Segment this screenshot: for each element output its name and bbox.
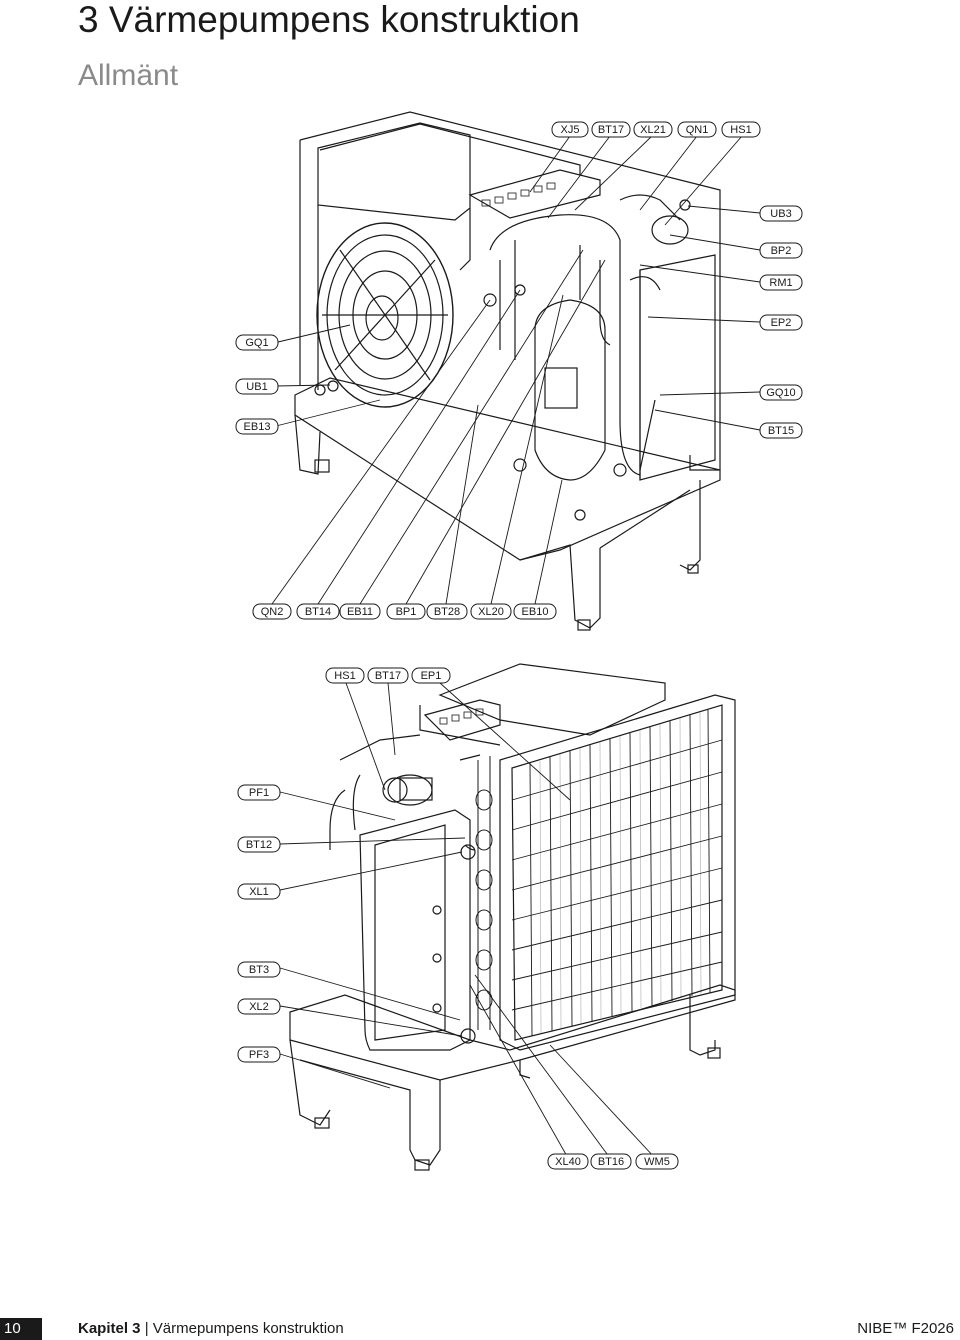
svg-text:BP2: BP2 [771, 245, 792, 257]
label-bt14: BT14 [296, 603, 340, 620]
svg-text:BT28: BT28 [434, 606, 460, 618]
svg-text:BP1: BP1 [396, 606, 417, 618]
svg-text:XL20: XL20 [478, 606, 504, 618]
bottom-unit-drawing [289, 663, 736, 1171]
svg-text:EB13: EB13 [244, 421, 271, 433]
label-bp2: BP2 [759, 242, 803, 259]
label-ub3: UB3 [759, 205, 803, 222]
svg-text:QN2: QN2 [261, 606, 284, 618]
label-bt16: BT16 [590, 1153, 632, 1170]
label-bt28: BT28 [426, 603, 468, 620]
label-qn1: QN1 [677, 121, 717, 138]
label-bp1: BP1 [386, 603, 426, 620]
label-gq10: GQ10 [759, 384, 803, 401]
svg-text:XL40: XL40 [555, 1156, 581, 1168]
svg-text:HS1: HS1 [730, 124, 751, 136]
svg-text:BT16: BT16 [598, 1156, 624, 1168]
section-subtitle: Allmänt [78, 59, 179, 92]
svg-text:BT3: BT3 [249, 964, 269, 976]
svg-text:GQ10: GQ10 [766, 387, 795, 399]
label-rm1: RM1 [759, 274, 803, 291]
svg-text:XJ5: XJ5 [561, 124, 580, 136]
svg-text:XL21: XL21 [640, 124, 666, 136]
svg-text:BT17: BT17 [598, 124, 624, 136]
label-hs1-bottom: HS1 [325, 667, 365, 684]
svg-text:BT17: BT17 [375, 670, 401, 682]
label-ep1: EP1 [411, 667, 451, 684]
label-bt17-top: BT17 [591, 121, 631, 138]
svg-text:BT15: BT15 [768, 425, 794, 437]
label-ub1: UB1 [235, 378, 279, 395]
label-eb13: EB13 [235, 418, 279, 435]
label-bt17-bottom: BT17 [367, 667, 409, 684]
callout-labels: XJ5 BT17 XL21 QN1 HS1 UB3 BP2 RM1 EP2 GQ… [235, 121, 803, 1170]
page-footer-left: 10 Kapitel 3 | Värmepumpens konstruktion [0, 1318, 344, 1340]
chapter-separator: | [144, 1320, 149, 1337]
page-number: 10 [0, 1318, 42, 1340]
leader-lines [271, 135, 761, 1159]
top-unit-drawing [294, 111, 721, 631]
svg-text:RM1: RM1 [769, 277, 792, 289]
svg-text:PF1: PF1 [249, 787, 269, 799]
label-gq1: GQ1 [235, 334, 279, 351]
svg-text:EP2: EP2 [771, 317, 792, 329]
svg-text:UB1: UB1 [246, 381, 267, 393]
brand-label: NIBE™ F2026 [857, 1320, 954, 1337]
label-xl21: XL21 [633, 121, 673, 138]
svg-text:EB10: EB10 [522, 606, 549, 618]
svg-text:BT12: BT12 [246, 839, 272, 851]
label-pf1: PF1 [237, 784, 281, 801]
svg-text:QN1: QN1 [686, 124, 709, 136]
svg-text:GQ1: GQ1 [245, 337, 268, 349]
label-bt3: BT3 [237, 961, 281, 978]
label-xj5: XJ5 [551, 121, 589, 138]
svg-text:HS1: HS1 [334, 670, 355, 682]
svg-text:XL2: XL2 [249, 1001, 269, 1013]
svg-text:WM5: WM5 [644, 1156, 670, 1168]
label-xl2: XL2 [237, 998, 281, 1015]
svg-text:EP1: EP1 [421, 670, 442, 682]
label-xl1: XL1 [237, 883, 281, 900]
page-title: 3 Värmepumpens konstruktion [78, 0, 580, 40]
label-xl20: XL20 [470, 603, 512, 620]
svg-text:XL1: XL1 [249, 886, 269, 898]
svg-text:UB3: UB3 [770, 208, 791, 220]
label-qn2: QN2 [252, 603, 292, 620]
svg-text:BT14: BT14 [305, 606, 331, 618]
chapter-number: Kapitel 3 [78, 1320, 141, 1337]
label-xl40: XL40 [547, 1153, 589, 1170]
label-wm5: WM5 [635, 1153, 679, 1170]
svg-text:EB11: EB11 [347, 606, 373, 618]
chapter-title: Värmepumpens konstruktion [152, 1320, 344, 1337]
label-bt12: BT12 [237, 836, 281, 853]
svg-text:PF3: PF3 [249, 1049, 269, 1061]
label-pf3: PF3 [237, 1046, 281, 1063]
label-bt15: BT15 [759, 422, 803, 439]
label-ep2: EP2 [759, 314, 803, 331]
label-eb11: EB11 [339, 603, 381, 620]
chapter-reference: Kapitel 3 | Värmepumpens konstruktion [78, 1318, 344, 1340]
label-eb10: EB10 [513, 603, 557, 620]
label-hs1-top: HS1 [721, 121, 761, 138]
